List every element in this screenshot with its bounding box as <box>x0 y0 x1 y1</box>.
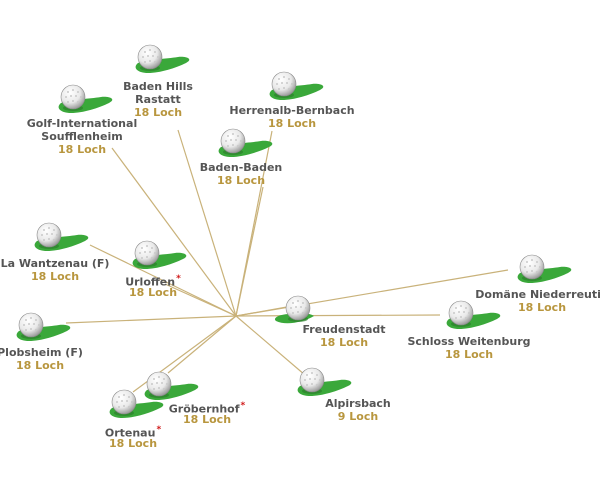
course-holes-soufflenheim: 18 Loch <box>57 143 107 156</box>
golf-ball-icon <box>269 71 324 100</box>
connection-line-soufflenheim <box>111 147 237 317</box>
marker-asterisk: * <box>176 274 181 284</box>
course-holes-ortenau: 18 Loch <box>108 437 158 450</box>
golf-ball-icon <box>132 240 187 269</box>
golf-ball-icon <box>274 295 314 324</box>
connection-line-wantzenau <box>89 244 237 317</box>
course-name-niederreutin: Domäne Niederreutin <box>475 288 600 301</box>
marker-asterisk: * <box>240 401 246 411</box>
golf-ball-icon <box>144 371 199 400</box>
course-holes-alpirsbach: 9 Loch <box>337 410 379 423</box>
course-holes-freudenstadt: 18 Loch <box>319 336 369 349</box>
course-holes-groebernhof: 18 Loch <box>182 413 232 426</box>
golf-ball-icon <box>109 389 164 418</box>
course-name-weitenburg: Schloss Weitenburg <box>407 335 531 348</box>
course-holes-niederreutin: 18 Loch <box>517 301 567 314</box>
course-name-alpirsbach: Alpirsbach <box>325 397 391 410</box>
golf-ball-icon <box>297 367 352 396</box>
course-name-wantzenau: La Wantzenau (F) <box>0 257 110 270</box>
course-name-baden-hills-2: Rastatt <box>135 93 181 106</box>
connection-line-baden-hills <box>177 129 237 317</box>
golf-ball-icon <box>58 84 113 113</box>
course-name-freudenstadt: Freudenstadt <box>302 323 386 336</box>
golf-ball-icon <box>34 222 89 251</box>
connection-line-groebernhof <box>167 315 237 374</box>
marker-asterisk: * <box>156 425 162 435</box>
golf-ball-icon <box>446 300 501 329</box>
course-holes-wantzenau: 18 Loch <box>30 270 80 283</box>
course-name-ortenau: Ortenau* <box>104 425 162 440</box>
connection-line-baden-baden <box>235 186 264 317</box>
golf-ball-icon <box>16 312 71 341</box>
course-name-plobsheim: Plobsheim (F) <box>0 346 83 359</box>
connection-line-urloffen <box>164 283 237 317</box>
golf-ball-icon <box>517 254 572 283</box>
course-holes-herrenalb: 18 Loch <box>267 117 317 130</box>
course-name-baden-hills-1: Baden Hills <box>123 80 193 93</box>
golf-ball-icon <box>218 128 273 157</box>
course-holes-baden-hills: 18 Loch <box>133 106 183 119</box>
course-holes-baden-baden: 18 Loch <box>216 174 266 187</box>
course-name-baden-baden: Baden-Baden <box>199 161 283 174</box>
course-name-herrenalb: Herrenalb-Bernbach <box>229 104 355 117</box>
course-holes-weitenburg: 18 Loch <box>444 348 494 361</box>
course-name-urloffen: Urloffen* <box>125 274 181 289</box>
course-holes-plobsheim: 18 Loch <box>15 359 65 372</box>
course-name-soufflenheim-2: Soufflenheim <box>41 130 123 143</box>
connection-line-plobsheim <box>65 315 237 324</box>
golf-ball-icon <box>135 44 190 73</box>
course-name-soufflenheim-1: Golf-International <box>26 117 138 130</box>
course-name-groebernhof: Gröbernhof* <box>168 401 246 416</box>
connection-line-weitenburg <box>235 314 441 317</box>
connection-line-alpirsbach <box>235 315 306 376</box>
course-holes-urloffen: 18 Loch <box>128 286 178 299</box>
